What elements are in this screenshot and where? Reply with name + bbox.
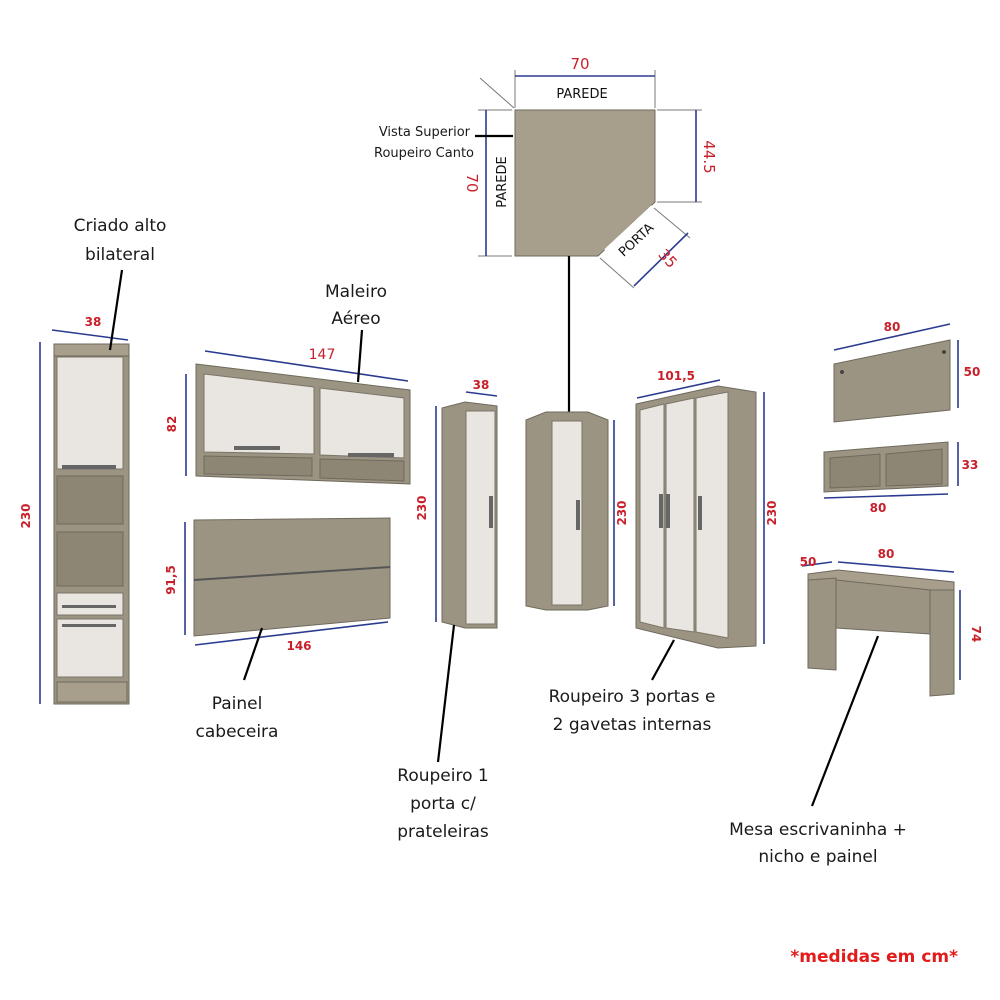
roupeiro1-height-dim: 230 (415, 495, 429, 520)
maleiro-width-dim: 147 (309, 347, 336, 363)
mesa-label-2: nicho e painel (758, 847, 877, 867)
corner-door-dim: 35 (655, 245, 681, 271)
vista-label-2: Roupeiro Canto (374, 146, 474, 161)
roupeiro1-label-1: Roupeiro 1 (397, 766, 488, 786)
mesa-label-1: Mesa escrivaninha + (729, 820, 907, 840)
mesa-panel-height-dim: 50 (964, 365, 981, 379)
criado-label-1: Criado alto (74, 216, 167, 236)
maleiro-label-1: Maleiro (325, 282, 387, 302)
roupeiro3-label-2: 2 gavetas internas (553, 715, 712, 735)
units-note: *medidas em cm* (790, 947, 958, 967)
roupeiro-3-portas: 101,5 230 Roupeiro 3 portas e 2 gavetas … (549, 369, 779, 735)
canto-height-dim: 230 (615, 500, 629, 525)
vista-label-1: Vista Superior (379, 125, 471, 140)
wall-left-label: PAREDE (495, 156, 510, 207)
criado-width-dim: 38 (85, 315, 102, 329)
mesa-depth-dim: 50 (800, 555, 817, 569)
corner-depth-dim: 70 (463, 173, 481, 192)
mesa-height-dim: 74 (969, 626, 983, 643)
nicho-height-dim: 33 (962, 458, 979, 472)
mesa-panel-width-dim: 80 (884, 320, 901, 334)
maleiro-label-2: Aéreo (331, 309, 380, 329)
corner-top-view: 70 PAREDE 70 PAREDE 44.5 35 PORTA Vista … (374, 55, 718, 413)
criado-label-2: bilateral (85, 245, 155, 265)
corner-side-dim: 44.5 (700, 140, 718, 173)
wall-top-label: PAREDE (556, 87, 607, 102)
painel-width-dim: 146 (286, 639, 311, 653)
roupeiro1-label-2: porta c/ (410, 794, 476, 814)
roupeiro1-label-3: prateleiras (397, 822, 489, 842)
mesa-escrivaninha: 50 80 74 Mesa escrivaninha + nicho e pai… (729, 547, 983, 867)
roupeiro-canto: 230 (525, 411, 629, 611)
roupeiro1-width-dim: 38 (473, 378, 490, 392)
nicho: 33 80 (823, 441, 979, 515)
roupeiro3-label-1: Roupeiro 3 portas e (549, 687, 716, 707)
painel-body (193, 517, 391, 637)
painel-height-dim: 91,5 (164, 565, 178, 595)
nicho-width-dim: 80 (870, 501, 887, 515)
mesa-panel-body (833, 339, 951, 423)
roupeiro-1-porta: 38 230 Roupeiro 1 porta c/ prateleiras (397, 378, 498, 842)
maleiro-height-dim: 82 (165, 416, 179, 433)
painel-label-1: Painel (212, 694, 263, 714)
mesa-painel: 80 50 (833, 320, 981, 423)
roupeiro3-height-dim: 230 (765, 500, 779, 525)
corner-width-dim: 70 (570, 55, 589, 73)
painel-cabeceira: 91,5 146 Painel cabeceira (164, 517, 391, 742)
roupeiro3-width-dim: 101,5 (657, 369, 695, 383)
painel-label-2: cabeceira (196, 722, 279, 742)
criado-height-dim: 230 (19, 503, 33, 528)
criado-alto: 38 230 Criado alto bilateral (19, 216, 167, 705)
mesa-width-dim: 80 (878, 547, 895, 561)
maleiro-aereo: 147 82 Maleiro Aéreo (165, 282, 411, 485)
